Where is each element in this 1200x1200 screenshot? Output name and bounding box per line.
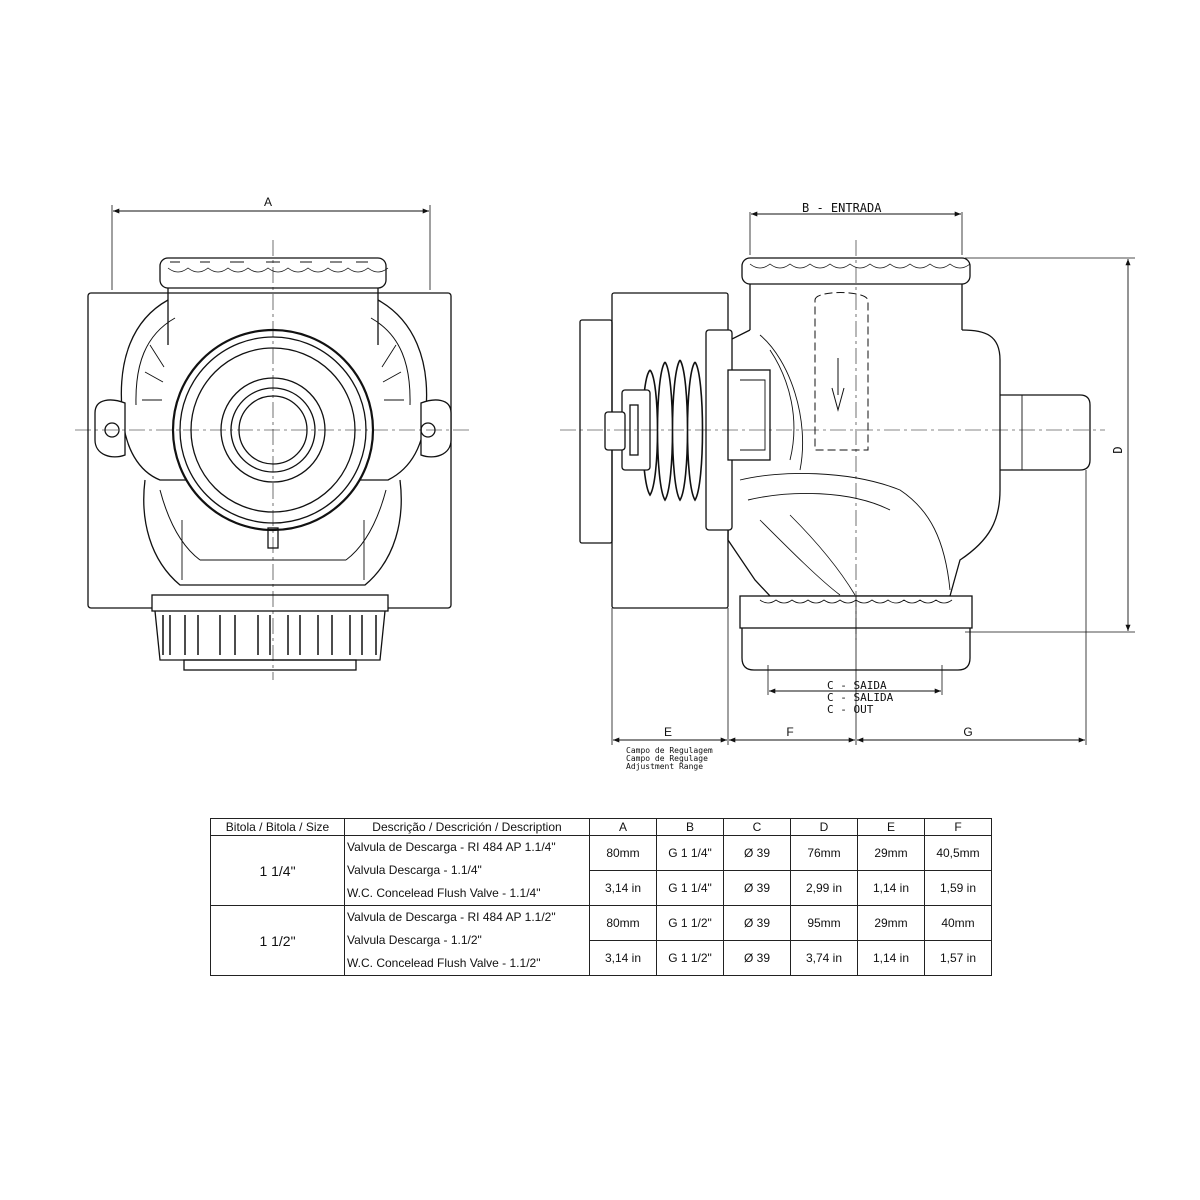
value-b: G 1 1/4"	[656, 835, 724, 871]
dim-g-label: G	[963, 725, 972, 739]
adjustment-label-en: Adjustment Range	[626, 762, 703, 771]
value-b: G 1 1/4"	[656, 870, 724, 906]
value-c: Ø 39	[723, 870, 791, 906]
header-d: D	[790, 818, 858, 836]
value-d: 3,74 in	[790, 940, 858, 976]
description-line: Valvula de Descarga - RI 484 AP 1.1/2"	[347, 910, 556, 924]
description-line: Valvula Descarga - 1.1/2"	[347, 933, 482, 947]
value-f: 40,5mm	[924, 835, 992, 871]
value-a: 80mm	[589, 905, 657, 941]
header-size: Bitola / Bitola / Size	[210, 818, 345, 836]
table-row: 3,14 in G 1 1/2" Ø 39 3,74 in 1,14 in 1,…	[211, 940, 992, 976]
dim-a-label: A	[264, 195, 272, 209]
size-cell: 1 1/2"	[210, 905, 345, 976]
value-d: 95mm	[790, 905, 858, 941]
header-a: A	[589, 818, 657, 836]
value-c: Ø 39	[723, 905, 791, 941]
description-line: Valvula Descarga - 1.1/4"	[347, 863, 482, 877]
dim-c-label-en: C - OUT	[827, 703, 874, 716]
technical-drawing: A	[75, 195, 1135, 771]
dim-d-label: D	[1111, 446, 1125, 453]
value-e: 29mm	[857, 835, 925, 871]
table-row: 3,14 in G 1 1/4" Ø 39 2,99 in 1,14 in 1,…	[211, 870, 992, 906]
table-row: 1 1/4" Valvula de Descarga - RI 484 AP 1…	[210, 835, 992, 906]
table-header-row: Bitola / Bitola / Size Descrição / Descr…	[210, 818, 992, 836]
header-b: B	[656, 818, 724, 836]
dim-c-label-pt: C - SAIDA	[827, 679, 887, 692]
description-line: W.C. Concelead Flush Valve - 1.1/4"	[347, 886, 541, 900]
dim-e-label: E	[664, 725, 672, 739]
value-b: G 1 1/2"	[656, 905, 724, 941]
adjustment-label-pt: Campo de Regulagem	[626, 746, 713, 755]
value-c: Ø 39	[723, 835, 791, 871]
header-f: F	[924, 818, 992, 836]
front-view	[75, 205, 470, 680]
description-cell: Valvula de Descarga - RI 484 AP 1.1/2" V…	[344, 905, 590, 976]
description-line: Valvula de Descarga - RI 484 AP 1.1/4"	[347, 840, 556, 854]
header-e: E	[857, 818, 925, 836]
value-f: 1,59 in	[924, 870, 992, 906]
side-view	[560, 211, 1135, 745]
value-f: 40mm	[924, 905, 992, 941]
dim-b-label: B - ENTRADA	[802, 201, 882, 215]
description-line: W.C. Concelead Flush Valve - 1.1/2"	[347, 956, 541, 970]
value-b: G 1 1/2"	[656, 940, 724, 976]
dim-c-label-es: C - SALIDA	[827, 691, 894, 704]
adjustment-label-es: Campo de Regulage	[626, 754, 708, 763]
value-e: 1,14 in	[857, 870, 925, 906]
dim-f-label: F	[786, 725, 793, 739]
value-a: 3,14 in	[589, 870, 657, 906]
value-f: 1,57 in	[924, 940, 992, 976]
header-description: Descrição / Descrición / Description	[344, 818, 590, 836]
description-cell: Valvula de Descarga - RI 484 AP 1.1/4" V…	[344, 835, 590, 906]
header-c: C	[723, 818, 791, 836]
spec-table: Bitola / Bitola / Size Descrição / Descr…	[210, 818, 992, 976]
table-row: 1 1/2" Valvula de Descarga - RI 484 AP 1…	[210, 905, 992, 976]
value-e: 29mm	[857, 905, 925, 941]
value-d: 76mm	[790, 835, 858, 871]
value-e: 1,14 in	[857, 940, 925, 976]
size-cell: 1 1/4"	[210, 835, 345, 906]
value-a: 80mm	[589, 835, 657, 871]
value-c: Ø 39	[723, 940, 791, 976]
value-d: 2,99 in	[790, 870, 858, 906]
value-a: 3,14 in	[589, 940, 657, 976]
